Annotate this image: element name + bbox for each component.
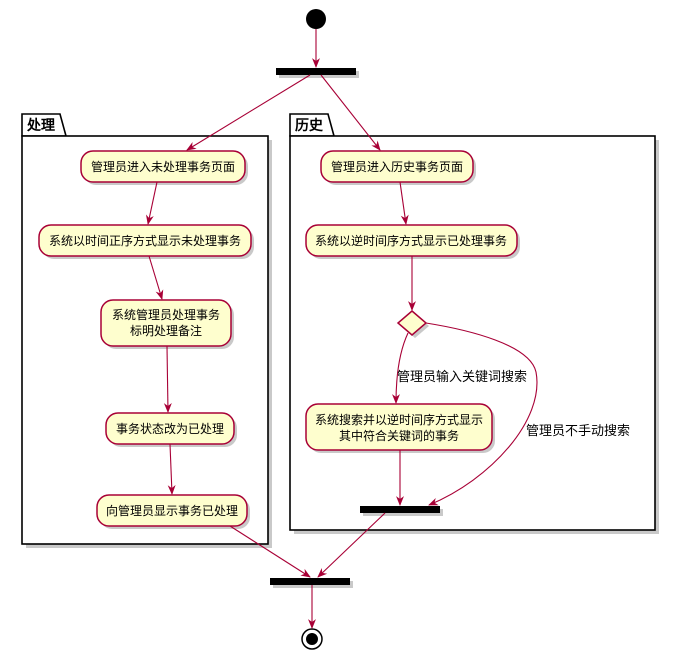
activity-p1-text: 管理员进入未处理事务页面 (91, 159, 235, 174)
branch-label-search: 管理员输入关键词搜索 (397, 369, 527, 385)
activity-h2-text: 系统以逆时间序方式显示已处理事务 (315, 233, 507, 248)
activity-p3-text-line2: 标明处理备注 (130, 323, 202, 338)
activity-p2-text: 系统以时间正序方式显示未处理事务 (49, 233, 241, 248)
branch-label-no-search: 管理员不手动搜索 (526, 424, 630, 439)
edge-diamond-h3 (392, 332, 409, 404)
edge-diamond-join (425, 322, 538, 506)
activity-p1: 管理员进入未处理事务页面 (80, 150, 248, 185)
activity-h1-text: 管理员进入历史事务页面 (331, 159, 463, 174)
end-node (301, 628, 323, 650)
activity-p4: 事务状态改为已处理 (105, 412, 237, 447)
join-bar (270, 578, 350, 585)
activity-p3: 系统管理员处理事务 标明处理备注 (100, 299, 234, 349)
activity-p2: 系统以时间正序方式显示未处理事务 (38, 224, 254, 259)
edge-p3-p4 (163, 345, 172, 413)
package-process-label: 处理 (26, 117, 55, 134)
package-history: 历史 (289, 113, 659, 534)
edge-h1-h2 (399, 181, 409, 225)
edge-p2-p3 (148, 255, 164, 300)
activity-h3: 系统搜索并以逆时间序方式显示 其中符合关键词的事务 (305, 403, 495, 453)
activity-p5-text: 向管理员显示事务已处理 (106, 503, 238, 518)
activity-p5: 向管理员显示事务已处理 (96, 494, 250, 529)
package-history-label: 历史 (295, 118, 324, 134)
edge-fork-h1 (320, 74, 381, 151)
activity-h3-text-line1: 系统搜索并以逆时间序方式显示 (315, 412, 483, 427)
activity-p3-text-line1: 系统管理员处理事务 (112, 307, 220, 322)
edge-history-join (317, 512, 386, 578)
edge-p1-p2 (145, 181, 158, 225)
activity-p4-text: 事务状态改为已处理 (116, 421, 224, 436)
activity-h3-text-line2: 其中符合关键词的事务 (339, 428, 459, 443)
edge-fork-p1 (186, 74, 311, 151)
edge-p5-join (229, 525, 311, 578)
fork-bar (276, 68, 356, 75)
edge-p4-p5 (167, 443, 176, 495)
start-node (306, 9, 326, 29)
activity-h1: 管理员进入历史事务页面 (320, 150, 476, 185)
activity-h2: 系统以逆时间序方式显示已处理事务 (305, 224, 520, 259)
history-join-bar (360, 506, 440, 513)
decision-diamond (396, 310, 429, 338)
